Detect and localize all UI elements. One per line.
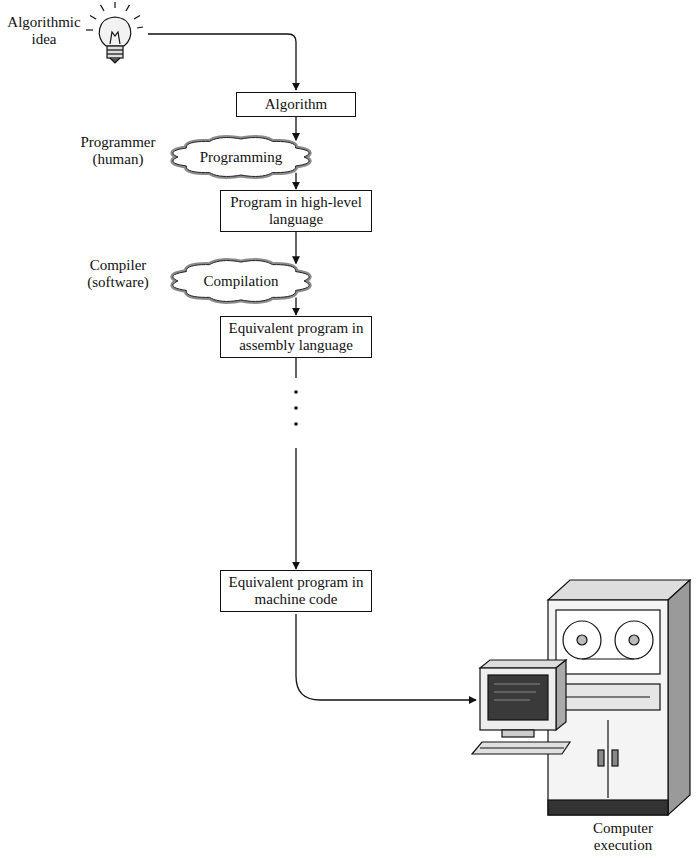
node-text: Equivalent program in machine code — [228, 574, 364, 608]
cloud-border — [173, 138, 309, 177]
ellipsis-dot — [294, 406, 298, 410]
cloud-border — [173, 261, 309, 302]
execution-label: Computer execution — [568, 820, 678, 854]
flow-arrow — [295, 297, 296, 315]
flow-arrow — [295, 358, 296, 569]
execution-arrow — [296, 614, 476, 700]
actor-label: Programmer (human) — [74, 134, 162, 168]
ellipsis-dot — [294, 390, 298, 394]
node-text: Program in high-level language — [228, 194, 364, 228]
process-box: Equivalent program in machine code — [220, 570, 372, 612]
node-text: Programming — [200, 149, 283, 166]
process-box: Equivalent program in assembly language — [220, 316, 372, 358]
node-text: Compilation — [204, 273, 279, 290]
flow-arrow — [295, 173, 296, 189]
process-cloud: ProgrammingProgrammer (human) — [166, 132, 316, 182]
cloud-shade — [173, 138, 309, 177]
computer-illustration — [472, 580, 690, 815]
process-box: Algorithm — [236, 92, 356, 117]
process-box: Program in high-level language — [220, 190, 372, 232]
idea-label: Algorithmic idea — [2, 14, 86, 48]
node-text: Equivalent program in assembly language — [228, 320, 364, 354]
flow-arrow — [295, 232, 296, 264]
node-text: Algorithm — [244, 96, 348, 113]
cloud-shade — [173, 261, 309, 302]
flow-arrow — [295, 117, 296, 140]
lightbulb-icon — [86, 2, 143, 63]
process-cloud: CompilationCompiler (software) — [166, 255, 316, 307]
actor-label: Compiler (software) — [74, 257, 162, 291]
ellipsis-dot — [294, 422, 298, 426]
idea-arrow — [148, 34, 296, 90]
